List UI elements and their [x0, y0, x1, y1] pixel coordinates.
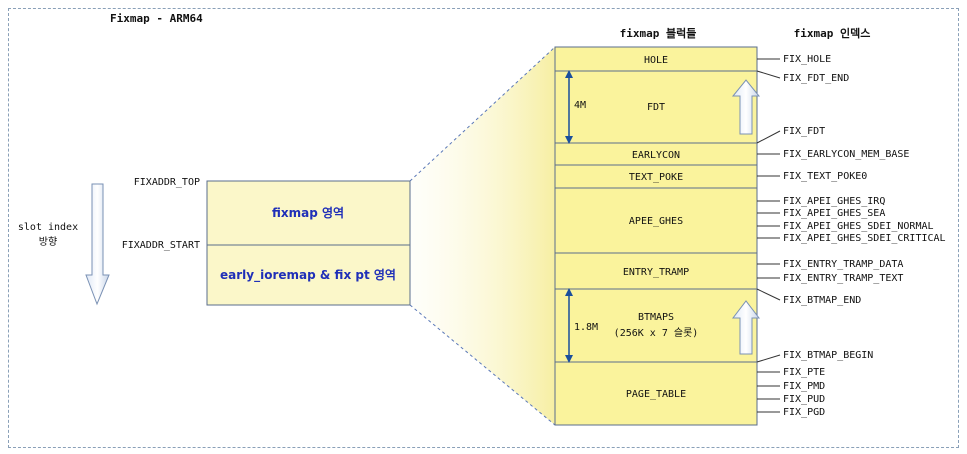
zoom-line-bottom — [409, 304, 556, 426]
block-hole-label: HOLE — [644, 55, 668, 66]
block-entry-tramp-label: ENTRY_TRAMP — [623, 267, 689, 278]
index-label: FIX_BTMAP_END — [783, 295, 861, 306]
fixmap-region — [206, 180, 411, 246]
fdt-size-label: 4M — [574, 100, 586, 111]
index-label: FIX_HOLE — [783, 54, 831, 65]
btmaps-up-arrow-icon — [731, 300, 761, 355]
index-label: FIX_ENTRY_TRAMP_TEXT — [783, 273, 903, 284]
early-ioremap-region — [206, 244, 411, 306]
diagram-title: Fixmap - ARM64 — [110, 12, 203, 25]
index-label: FIX_APEI_GHES_SDEI_CRITICAL — [783, 233, 946, 244]
diagram-frame — [8, 8, 959, 448]
index-label: FIX_APEI_GHES_IRQ — [783, 196, 885, 207]
index-connectors — [756, 58, 781, 413]
index-labels: FIX_HOLE FIX_FDT_END FIX_FDT FIX_EARLYCO… — [783, 54, 946, 418]
fdt-up-arrow-icon — [731, 79, 761, 135]
block-apei-label: APEE_GHES — [629, 216, 683, 227]
block-fdt — [554, 70, 758, 144]
block-hole — [554, 46, 758, 72]
block-btmaps-sub-label: (256K x 7 슬롯) — [614, 327, 699, 339]
direction-label-2: 방향 — [39, 236, 57, 248]
btmaps-size-label: 1.8M — [574, 322, 598, 333]
fixaddr-start-label: FIXADDR_START — [122, 240, 200, 251]
early-region-label: early_ioremap & fix pt 영역 — [220, 267, 396, 283]
index-label: FIX_BTMAP_BEGIN — [783, 350, 873, 361]
block-text-poke-label: TEXT_POKE — [629, 172, 683, 183]
direction-arrow-icon — [85, 183, 110, 306]
block-fdt-label: FDT — [647, 102, 665, 113]
zoom-line-top — [409, 46, 556, 182]
block-btmaps-label: BTMAPS — [638, 312, 674, 323]
index-label: FIX_TEXT_POKE0 — [783, 171, 867, 182]
index-label: FIX_APEI_GHES_SEA — [783, 208, 885, 219]
fixaddr-top-label: FIXADDR_TOP — [134, 177, 200, 188]
index-label: FIX_PUD — [783, 394, 825, 405]
blocks-header: fixmap 블럭들 — [620, 27, 697, 40]
direction-label-1: slot index — [18, 222, 78, 233]
index-label: FIX_PMD — [783, 381, 825, 392]
block-entry-tramp — [554, 252, 758, 290]
index-label: FIX_PTE — [783, 367, 825, 378]
index-label: FIX_FDT — [783, 126, 825, 137]
index-label: FIX_ENTRY_TRAMP_DATA — [783, 259, 903, 270]
block-earlycon-label: EARLYCON — [632, 150, 680, 161]
indices-header: fixmap 인덱스 — [794, 26, 871, 40]
index-label: FIX_FDT_END — [783, 73, 849, 84]
index-label: FIX_APEI_GHES_SDEI_NORMAL — [783, 221, 934, 232]
index-label: FIX_EARLYCON_MEM_BASE — [783, 149, 909, 160]
block-page-table — [554, 361, 758, 426]
fixmap-blocks — [554, 46, 758, 426]
fixmap-region-label: fixmap 영역 — [272, 205, 344, 220]
index-label: FIX_PGD — [783, 407, 825, 418]
block-page-table-label: PAGE_TABLE — [626, 389, 686, 400]
zoom-fan — [410, 47, 555, 425]
